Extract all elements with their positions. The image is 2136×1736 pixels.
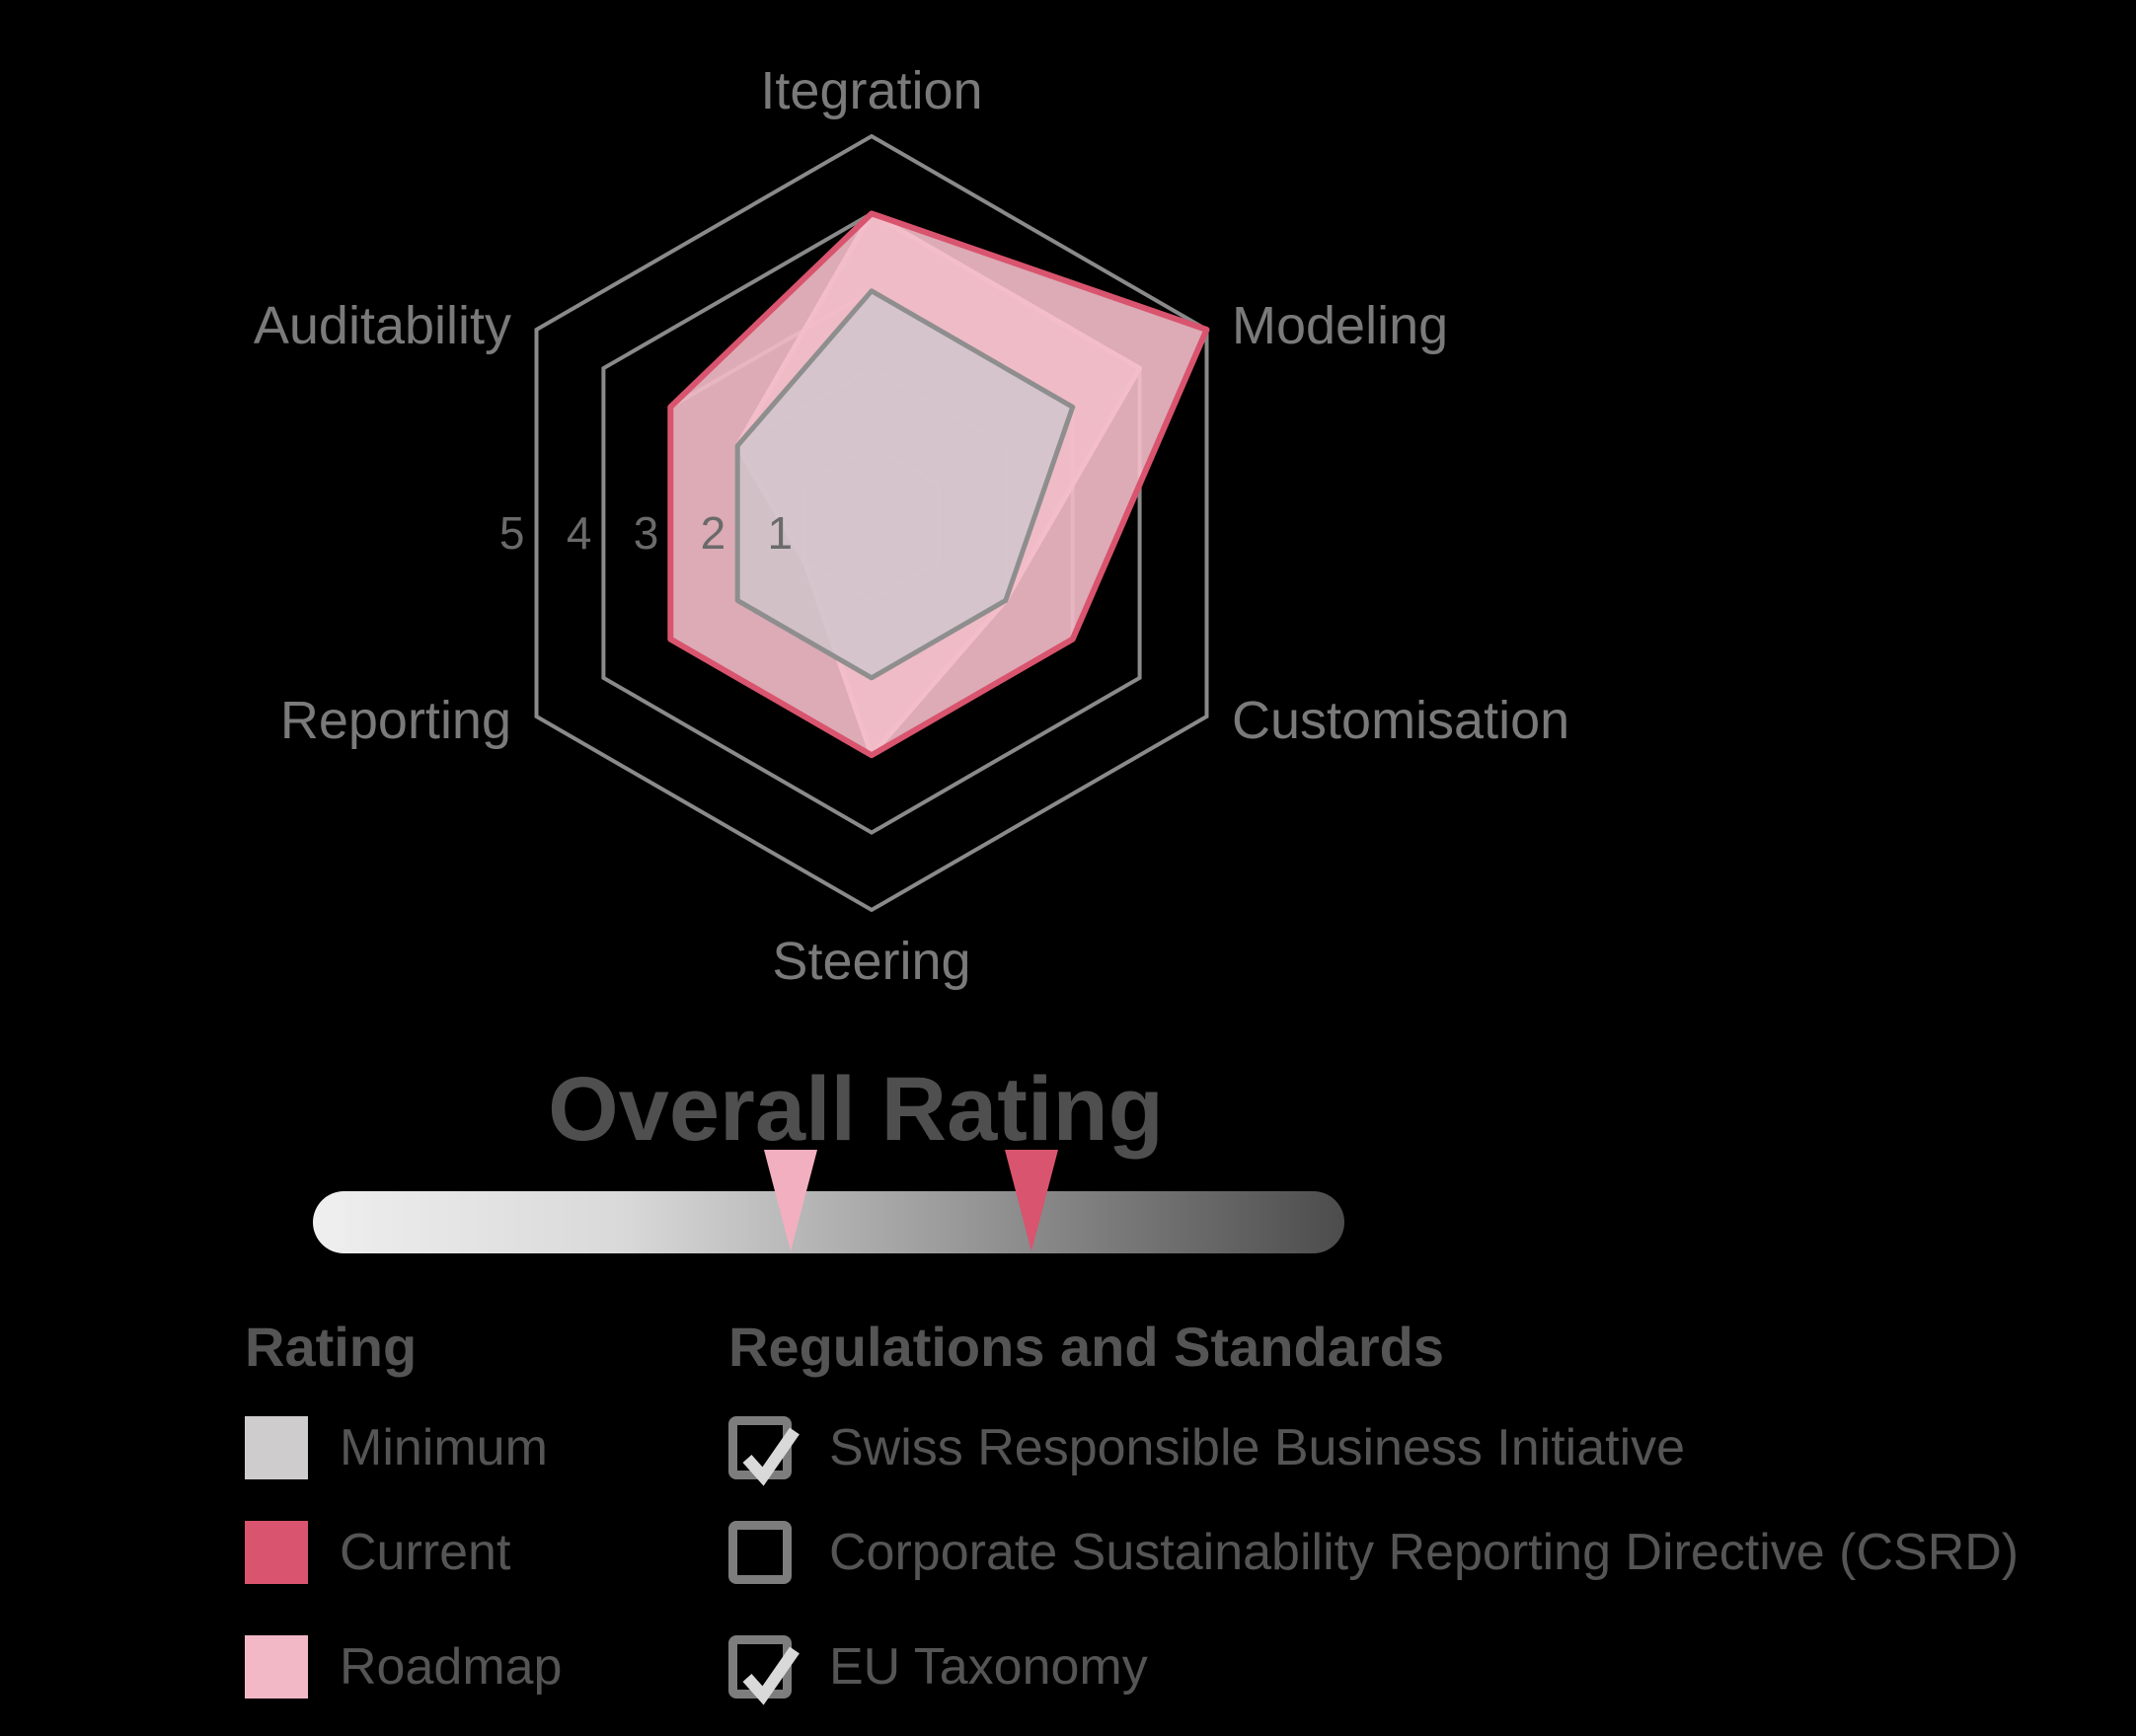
axis-label-auditability: Auditability	[254, 296, 511, 355]
grid-tick-label: 4	[567, 507, 592, 559]
checkbox-eu-taxonomy[interactable]	[728, 1635, 800, 1705]
axis-label-itegration: Itegration	[760, 61, 982, 120]
regulation-row: Swiss Responsible Business Initiative	[728, 1416, 1686, 1486]
legend-item-label: Minimum	[340, 1419, 548, 1476]
axis-label-modeling: Modeling	[1232, 296, 1448, 355]
legend-item-roadmap: Roadmap	[245, 1635, 562, 1698]
grid-tick-label: 2	[701, 507, 726, 559]
checkbox-csrd[interactable]	[728, 1521, 792, 1584]
axis-label-customisation: Customisation	[1232, 691, 1569, 750]
legend-item-label: Roadmap	[340, 1638, 563, 1696]
regulation-label: EU Taxonomy	[829, 1638, 1148, 1696]
check-icon	[742, 1646, 800, 1705]
check-icon	[742, 1427, 800, 1486]
series-minimum-polygon	[734, 288, 1076, 681]
grid-tick-label: 3	[634, 507, 659, 559]
regulation-label: Corporate Sustainability Reporting Direc…	[829, 1524, 2020, 1581]
checkbox-swiss-rbi[interactable]	[728, 1416, 800, 1486]
roadmap-marker-icon	[763, 1150, 817, 1251]
legend-item-current: Current	[245, 1521, 510, 1584]
legend-item-label: Current	[340, 1524, 511, 1581]
rating-legend-title: Rating	[245, 1316, 418, 1378]
grid-tick-label: 1	[768, 507, 794, 559]
current-marker-icon	[1005, 1150, 1059, 1251]
axis-label-steering: Steering	[772, 932, 970, 991]
regulation-row: EU Taxonomy	[728, 1635, 1148, 1705]
axis-label-reporting: Reporting	[280, 691, 511, 750]
grid-tick-label: 5	[499, 507, 525, 559]
regulations-title: Regulations and Standards	[728, 1316, 1444, 1378]
overall-rating-slider-track	[313, 1191, 1344, 1253]
overall-rating-title: Overall Rating	[548, 1059, 1164, 1160]
roadmap-swatch-icon	[245, 1635, 308, 1698]
minimum-swatch-icon	[245, 1416, 308, 1479]
regulation-row: Corporate Sustainability Reporting Direc…	[728, 1521, 2019, 1584]
current-swatch-icon	[245, 1521, 308, 1584]
legend-item-minimum: Minimum	[245, 1416, 548, 1479]
regulation-label: Swiss Responsible Business Initiative	[829, 1419, 1686, 1476]
